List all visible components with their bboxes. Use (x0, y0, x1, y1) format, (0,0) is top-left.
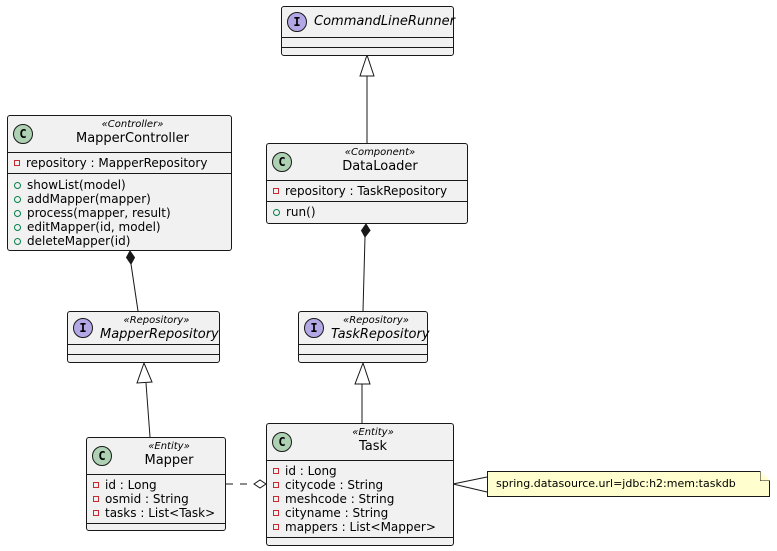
private-visibility-icon (273, 524, 279, 530)
methods-section (282, 47, 453, 57)
edge-mapper-mapperrepository (145, 382, 151, 438)
class-badge-icon: C (272, 432, 292, 452)
class-name: MapperRepository (100, 327, 219, 342)
field-row: meshcode : String (273, 492, 447, 506)
private-visibility-icon (273, 188, 279, 194)
edge-dataloader-taskrepository (362, 236, 366, 312)
interface-badge-icon: I (304, 318, 324, 338)
class-mapperrepository[interactable]: I «Repository» MapperRepository (67, 311, 220, 363)
class-name: CommandLineRunner (314, 14, 456, 29)
private-visibility-icon (93, 482, 99, 488)
interface-badge-icon: I (73, 318, 93, 338)
private-visibility-icon (273, 482, 279, 488)
method-row: editMapper(id, model) (14, 220, 225, 234)
methods-section: run() (267, 201, 467, 222)
methods-section (267, 537, 453, 547)
methods-section (299, 354, 427, 364)
composition-diamond-dataloader (360, 223, 371, 238)
field-name: repository (285, 184, 346, 198)
field-type: MapperRepository (98, 156, 208, 170)
field-row: citycode : String (273, 478, 447, 492)
interface-badge-icon: I (287, 12, 307, 32)
public-visibility-icon (14, 209, 21, 217)
method-row: addMapper(mapper) (14, 192, 225, 206)
realization-arrow-taskrepository (354, 361, 371, 385)
note-text: spring.datasource.url=jdbc:h2:mem:taskdb (496, 477, 736, 490)
datasource-note: spring.datasource.url=jdbc:h2:mem:taskdb (487, 471, 770, 497)
fields-section (68, 344, 219, 354)
stereotype-label: «Repository» (343, 315, 409, 326)
edge-mappercontroller-mapperrepository (130, 263, 139, 312)
stereotype-label: «Component» (344, 147, 416, 158)
class-name: Mapper (144, 453, 194, 468)
methods-section: showList(model) addMapper(mapper) proces… (8, 173, 231, 251)
field-row: id : Long (93, 478, 219, 492)
class-name: DataLoader (342, 159, 418, 174)
private-visibility-icon (93, 496, 99, 502)
fields-section: id : Long citycode : String meshcode : S… (267, 460, 453, 537)
fields-section: repository : TaskRepository (267, 180, 467, 201)
class-name: Task (358, 439, 388, 454)
edge-note-task (452, 476, 488, 485)
method-row: run() (273, 205, 461, 219)
class-dataloader[interactable]: C «Component» DataLoader repository : Ta… (266, 143, 468, 224)
field-row: tasks : List<Task> (93, 506, 219, 520)
class-mapper[interactable]: C «Entity» Mapper id : Long osmid : Stri… (86, 437, 226, 531)
field-row: id : Long (273, 464, 447, 478)
private-visibility-icon (273, 468, 279, 474)
fields-section (282, 37, 453, 47)
public-visibility-icon (14, 237, 21, 245)
public-visibility-icon (14, 195, 21, 203)
stereotype-label: «Entity» (352, 427, 394, 438)
fields-section: id : Long osmid : String tasks : List<Ta… (87, 474, 225, 523)
class-mappercontroller[interactable]: C «Controller» MapperController reposito… (7, 115, 232, 251)
realization-arrow-commandlinerunner (359, 53, 375, 77)
method-row: process(mapper, result) (14, 206, 225, 220)
note-fold-icon (760, 471, 770, 481)
realization-arrow-mapperrepository (136, 361, 153, 384)
methods-section (87, 523, 225, 533)
stereotype-label: «Controller» (101, 119, 164, 130)
field-row: repository : MapperRepository (14, 156, 225, 170)
public-visibility-icon (273, 208, 280, 216)
class-taskrepository[interactable]: I «Repository» TaskRepository (298, 311, 430, 364)
composition-diamond-mappercontroller (125, 250, 136, 265)
class-badge-icon: C (272, 152, 292, 172)
class-task[interactable]: C «Entity» Task id : Long citycode : Str… (266, 423, 454, 546)
public-visibility-icon (14, 223, 21, 231)
method-row: deleteMapper(id) (14, 234, 225, 248)
field-row: osmid : String (93, 492, 219, 506)
field-row: repository : TaskRepository (273, 184, 461, 198)
private-visibility-icon (93, 510, 99, 516)
public-visibility-icon (14, 181, 21, 189)
class-commandlinerunner[interactable]: I CommandLineRunner (281, 6, 456, 57)
fields-section: repository : MapperRepository (8, 152, 231, 173)
methods-section (68, 354, 219, 364)
fields-section (299, 344, 427, 354)
stereotype-label: «Entity» (148, 441, 190, 452)
private-visibility-icon (273, 510, 279, 516)
private-visibility-icon (273, 496, 279, 502)
class-name: TaskRepository (331, 327, 430, 342)
class-badge-icon: C (13, 124, 33, 144)
private-visibility-icon (14, 160, 20, 166)
aggregation-diamond-task (253, 479, 267, 489)
class-badge-icon: C (92, 446, 112, 466)
field-row: cityname : String (273, 506, 447, 520)
field-row: mappers : List<Mapper> (273, 520, 447, 534)
field-type: TaskRepository (357, 184, 448, 198)
stereotype-label: «Repository» (123, 315, 190, 326)
method-row: showList(model) (14, 178, 225, 192)
field-name: repository (26, 156, 87, 170)
class-name: MapperController (76, 131, 189, 146)
